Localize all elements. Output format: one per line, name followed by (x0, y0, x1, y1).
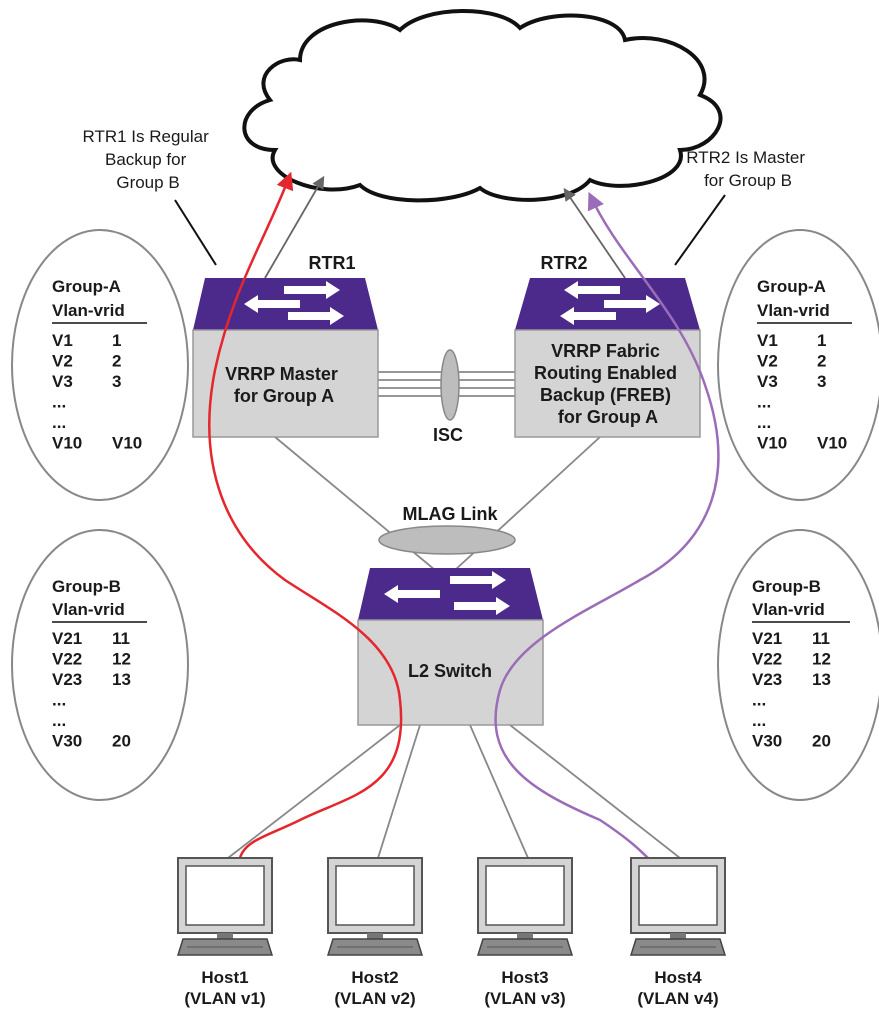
rtr2-device: RTR2 VRRP Fabric Routing Enabled Backup … (514, 253, 701, 438)
svg-text:Group-B: Group-B (752, 577, 821, 596)
group-row-vlan: ... (52, 393, 66, 412)
mlag-link-ellipse (378, 525, 516, 555)
svg-text:Group-A: Group-A (757, 277, 826, 296)
group-row-vrid: 1 (112, 331, 121, 350)
rtr2-name: RTR2 (540, 253, 587, 273)
group-row-vlan: ... (52, 413, 66, 432)
switch-label: L2 Switch (408, 661, 492, 681)
rtr1-role: VRRP Master for Group A (225, 364, 343, 406)
group-row-vlan: V3 (757, 372, 778, 391)
host-name: Host2 (351, 968, 398, 987)
group-a-left: Group-A Vlan-vrid V1 1V2 2V3 3...... V10 V10 (11, 229, 189, 501)
group-row-vlan: ... (52, 691, 66, 710)
group-row-vlan: V2 (52, 352, 73, 371)
svg-text:Vlan-vrid: Vlan-vrid (52, 301, 125, 320)
network-cloud (242, 9, 723, 203)
group-a-left-rows: V1 1V2 2V3 3...... V10 V10 (52, 331, 142, 453)
group-a-right-rows: V1 1V2 2V3 3...... V10 V10 (757, 331, 847, 453)
l2-switch-device: L2 Switch (357, 568, 544, 726)
group-row-vrid: 20 (112, 732, 131, 751)
isc-label: ISC (433, 425, 463, 445)
group-row-vrid: 1 (817, 331, 826, 350)
group-row-vlan: ... (52, 711, 66, 730)
host-computer-icon: Host1 (VLAN v1) (176, 857, 274, 1008)
host-computer-icon: Host2 (VLAN v2) (326, 857, 424, 1008)
group-row-vlan: V10 (757, 434, 787, 453)
group-row-vlan: ... (757, 393, 771, 412)
rtr2-note: RTR2 Is Master for Group B (686, 148, 809, 190)
group-row-vrid: 3 (817, 372, 826, 391)
rtr1-name: RTR1 (308, 253, 355, 273)
group-row-vrid: 20 (812, 732, 831, 751)
group-row-vlan: ... (752, 711, 766, 730)
group-a-right: Group-A Vlan-vrid V1 1V2 2V3 3...... V10 V10 (717, 229, 879, 501)
switch-arrows-icon (384, 571, 510, 615)
svg-text:Group-A: Group-A (52, 277, 121, 296)
host-computer-icon: Host3 (VLAN v3) (476, 857, 574, 1008)
svg-text:Vlan-vrid: Vlan-vrid (52, 600, 125, 619)
rtr2-arrows-icon (560, 281, 660, 325)
svg-text:Vlan-vrid: Vlan-vrid (757, 301, 830, 320)
group-row-vrid: 12 (812, 650, 831, 669)
host-name: Host3 (501, 968, 548, 987)
group-row-vlan: V21 (752, 629, 782, 648)
group-row-vrid: 13 (112, 670, 131, 689)
rtr1-arrows-icon (244, 281, 344, 325)
group-row-vlan: ... (757, 413, 771, 432)
rtr1-note: RTR1 Is Regular Backup for Group B (82, 127, 213, 192)
group-row-vlan: ... (752, 691, 766, 710)
isc-ellipse (440, 349, 460, 421)
group-row-vlan: V2 (757, 352, 778, 371)
group-row-vrid: 3 (112, 372, 121, 391)
group-row-vlan: V30 (52, 732, 82, 751)
red-traffic-path (208, 171, 403, 859)
host-vlan: (VLAN v1) (184, 989, 265, 1008)
group-row-vlan: V3 (52, 372, 73, 391)
rtr1-uplink (264, 175, 325, 279)
host-vlan: (VLAN v2) (334, 989, 415, 1008)
rtr2-annotation-line (674, 194, 726, 266)
host-computer-icon: Host4 (VLAN v4) (629, 857, 727, 1008)
group-row-vlan: V1 (52, 331, 73, 350)
group-row-vlan: V10 (52, 434, 82, 453)
host-vlan: (VLAN v4) (637, 989, 718, 1008)
host-vlan: (VLAN v3) (484, 989, 565, 1008)
group-row-vlan: V1 (757, 331, 778, 350)
group-row-vlan: V23 (752, 670, 782, 689)
group-row-vlan: V22 (52, 650, 82, 669)
rtr2-role: VRRP Fabric Routing Enabled Backup (FREB… (534, 341, 682, 427)
svg-text:Vlan-vrid: Vlan-vrid (752, 600, 825, 619)
group-row-vrid: 2 (817, 352, 826, 371)
group-row-vrid: 12 (112, 650, 131, 669)
rtr2-uplink (563, 187, 626, 279)
group-row-vrid: 11 (812, 629, 830, 648)
hosts: Host1 (VLAN v1) Host2 (VLAN v2) Host3 (VLAN v… (176, 857, 727, 1008)
svg-text:Group-B: Group-B (52, 577, 121, 596)
group-row-vrid: 13 (812, 670, 831, 689)
host-name: Host4 (654, 968, 702, 987)
group-row-vlan: V22 (752, 650, 782, 669)
group-row-vlan: V30 (752, 732, 782, 751)
rtr1-annotation-line (174, 199, 217, 266)
group-row-vrid: 11 (112, 629, 130, 648)
purple-traffic-path (494, 191, 720, 863)
group-row-vlan: V21 (52, 629, 82, 648)
group-row-vrid: V10 (112, 434, 142, 453)
host-name: Host1 (201, 968, 248, 987)
group-row-vrid: 2 (112, 352, 121, 371)
group-row-vlan: V23 (52, 670, 82, 689)
mlag-label: MLAG Link (403, 504, 499, 524)
group-row-vrid: V10 (817, 434, 847, 453)
